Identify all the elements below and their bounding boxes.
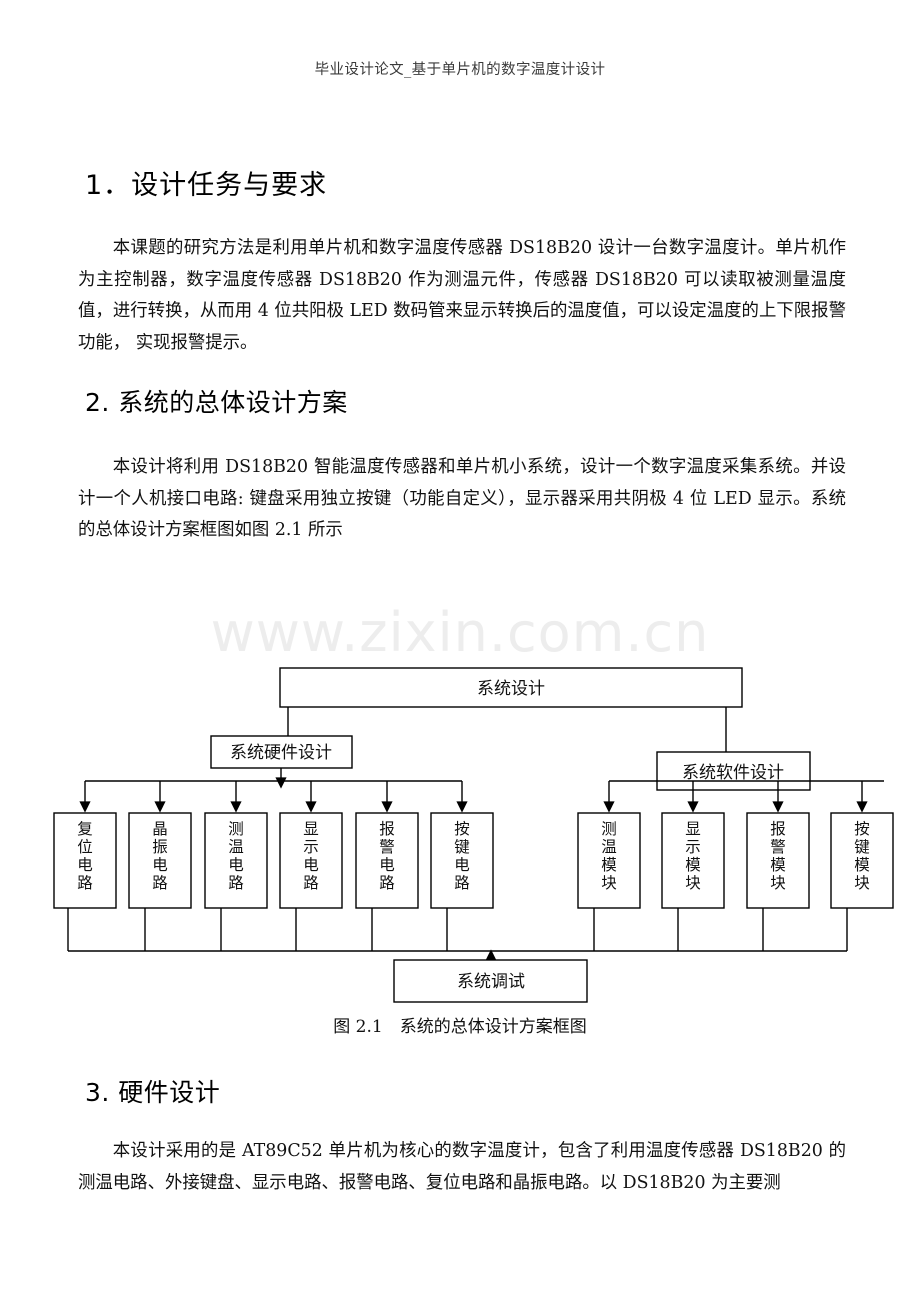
figure-caption: 图 2.1 系统的总体设计方案框图 xyxy=(333,1017,587,1037)
heading-section-2: 2. 系统的总体设计方案 xyxy=(85,388,348,417)
running-header: 毕业设计论文_基于单片机的数字温度计设计 xyxy=(314,62,606,78)
diagram-node-root: 系统设计 xyxy=(279,667,743,708)
diagram-node-hardware: 系统硬件设计 xyxy=(210,735,353,769)
diagram-node-sw-3-label: 按键模块 xyxy=(854,820,870,892)
diagram-node-sw-3: 按键模块 xyxy=(830,812,894,909)
paragraph-section-3: 本设计采用的是 AT89C52 单片机为核心的数字温度计，包含了利用温度传感器 … xyxy=(78,1141,846,1193)
diagram-node-sw-0: 测温模块 xyxy=(577,812,641,909)
diagram-node-sw-2-label: 报警模块 xyxy=(770,820,786,892)
heading-section-1: 1．设计任务与要求 xyxy=(85,170,328,201)
paragraph-section-1: 本课题的研究方法是利用单片机和数字温度传感器 DS18B20 设计一台数字温度计… xyxy=(78,238,846,353)
diagram-node-hw-5: 按键电路 xyxy=(430,812,494,909)
diagram-node-footer: 系统调试 xyxy=(393,959,588,1003)
diagram-node-footer-label: 系统调试 xyxy=(457,972,525,992)
diagram-node-hw-4-label: 报警电路 xyxy=(379,820,395,892)
diagram-node-root-label: 系统设计 xyxy=(477,679,545,699)
heading-section-3: 3. 硬件设计 xyxy=(85,1078,221,1107)
diagram-node-hw-3: 显示电路 xyxy=(279,812,343,909)
diagram-node-hw-2: 测温电路 xyxy=(204,812,268,909)
diagram-node-sw-2: 报警模块 xyxy=(746,812,810,909)
watermark-text: www.zixin.com.cn xyxy=(210,601,710,664)
diagram-node-hw-0: 复位电路 xyxy=(53,812,117,909)
diagram-node-software-label: 系统软件设计 xyxy=(682,763,784,783)
diagram-node-hw-4: 报警电路 xyxy=(355,812,419,909)
diagram-node-hw-0-label: 复位电路 xyxy=(77,820,93,892)
paragraph-section-2: 本设计将利用 DS18B20 智能温度传感器和单片机小系统，设计一个数字温度采集… xyxy=(78,457,846,540)
diagram-node-sw-0-label: 测温模块 xyxy=(601,820,617,892)
diagram-node-sw-1: 显示模块 xyxy=(661,812,725,909)
diagram-node-hw-2-label: 测温电路 xyxy=(228,820,244,892)
diagram-node-hw-1: 晶振电路 xyxy=(128,812,192,909)
diagram-node-hw-5-label: 按键电路 xyxy=(454,820,470,892)
diagram-node-sw-1-label: 显示模块 xyxy=(685,820,701,892)
diagram-node-software: 系统软件设计 xyxy=(656,751,811,791)
diagram-node-hw-3-label: 显示电路 xyxy=(303,820,319,892)
figure-block-diagram: 系统设计 系统硬件设计 系统软件设计 xyxy=(0,655,920,1015)
diagram-node-hw-1-label: 晶振电路 xyxy=(152,820,168,892)
diagram-node-hardware-label: 系统硬件设计 xyxy=(230,743,332,763)
